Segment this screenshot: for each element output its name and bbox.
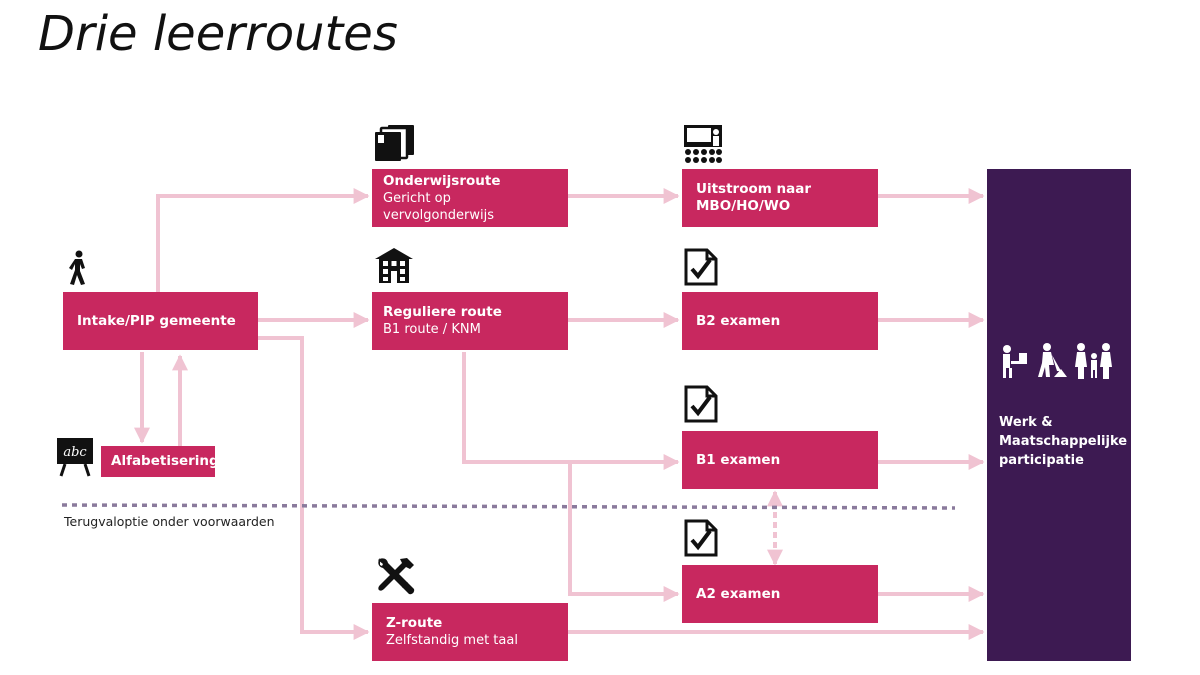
svg-text:abc: abc xyxy=(63,445,87,460)
intake-box: Intake/PIP gemeente xyxy=(63,292,258,350)
goal-label1: Werk & xyxy=(999,415,1053,430)
tools-icon xyxy=(378,558,415,595)
reguliere-route-box: Reguliere route B1 route / KNM xyxy=(372,292,568,350)
checklist-icon xyxy=(684,385,718,423)
z-route-label: Z-route xyxy=(386,615,443,631)
b2-exam-box: B2 examen xyxy=(682,292,878,350)
page-title: Drie leerroutes xyxy=(38,6,398,62)
building-icon xyxy=(375,248,413,283)
onderwijsroute-label: Onderwijsroute xyxy=(383,172,501,189)
reguliere-route-sub: B1 route / KNM xyxy=(383,322,481,337)
onderwijsroute-box: Onderwijsroute Gericht op vervolgonderwi… xyxy=(372,169,568,227)
fallback-dotted-line xyxy=(61,503,956,510)
goal-label3: participatie xyxy=(999,453,1084,468)
classroom-icon xyxy=(684,125,722,163)
goal-column: Werk & Maatschappelijke participatie xyxy=(987,169,1131,661)
checklist-icon xyxy=(684,248,718,286)
reguliere-route-label: Reguliere route xyxy=(383,304,502,320)
uitstroom-label1: Uitstroom naar xyxy=(696,181,811,197)
uitstroom-box: Uitstroom naar MBO/HO/WO xyxy=(682,169,878,227)
checklist-icon xyxy=(684,519,718,557)
arrow-intake-zroute xyxy=(258,336,370,640)
onderwijsroute-sub1: Gericht op xyxy=(383,190,451,206)
arrow-regulier-a2 xyxy=(568,462,680,602)
alfabetisering-label: Alfabetisering xyxy=(111,453,219,469)
z-route-box: Z-route Zelfstandig met taal xyxy=(372,603,568,661)
z-route-sub: Zelfstandig met taal xyxy=(386,633,518,648)
goal-label2: Maatschappelijke xyxy=(999,434,1128,449)
alfabetisering-box: Alfabetisering xyxy=(101,446,219,477)
b1-exam-label: B1 examen xyxy=(696,451,781,468)
fallback-label: Terugvaloptie onder voorwaarden xyxy=(64,514,275,529)
books-icon xyxy=(375,125,414,161)
people-icon xyxy=(1003,343,1112,379)
b1-exam-box: B1 examen xyxy=(682,431,878,489)
onderwijsroute-sub2: vervolgonderwijs xyxy=(383,207,494,223)
abc-board-icon: abc xyxy=(57,438,93,477)
arrow-intake-onderwijs xyxy=(156,188,370,292)
b2-exam-label: B2 examen xyxy=(696,312,781,329)
a2-exam-box: A2 examen xyxy=(682,565,878,623)
a2-exam-label: A2 examen xyxy=(696,585,781,602)
uitstroom-label2: MBO/HO/WO xyxy=(696,198,791,214)
arrow-regulier-b1 xyxy=(462,352,680,470)
intake-label: Intake/PIP gemeente xyxy=(77,312,236,329)
walking-person-icon xyxy=(69,250,85,285)
